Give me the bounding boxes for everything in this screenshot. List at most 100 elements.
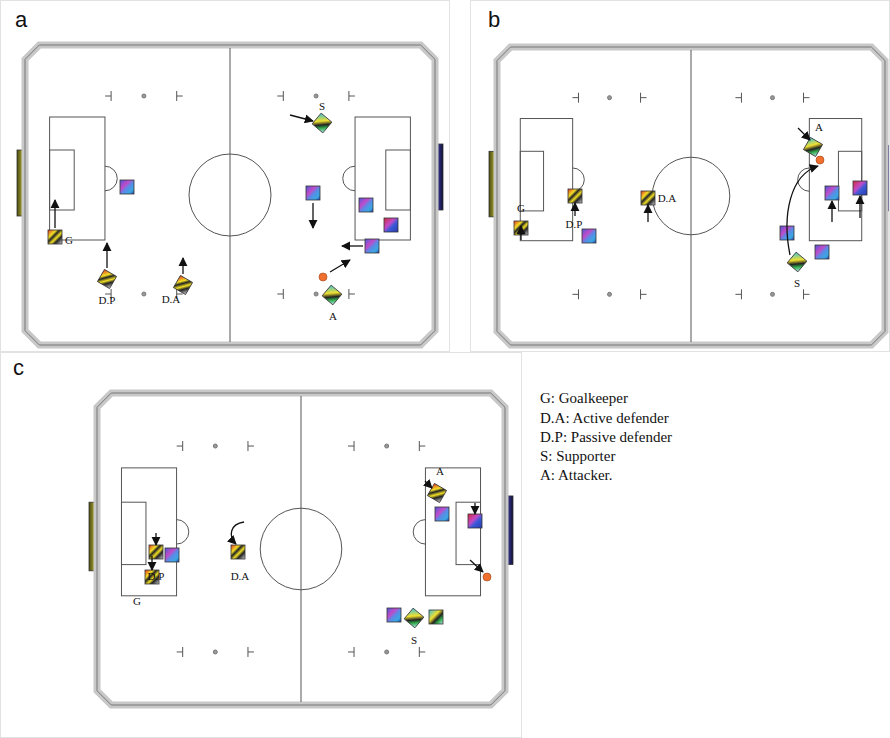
robot [468,514,482,528]
robot-role-label: D.P [148,570,165,582]
goal-area [121,502,145,564]
spot-marker [105,91,111,101]
robot [312,113,332,133]
robot-role-label: A [436,465,444,477]
legend-line: A: Attacker. [540,467,612,484]
spot-marker [177,91,183,101]
motion-arrow [182,258,183,274]
penalty-area [50,117,105,240]
goal-area [386,150,411,210]
spot-marker [735,93,741,103]
motion-arrow [474,503,475,514]
legend-line: D.A: Active defender [540,410,669,427]
motion-arrow [231,522,244,544]
spot-dot [142,94,146,98]
robot [641,191,655,205]
soccer-field [89,393,513,705]
spot-marker [804,289,810,299]
robot [97,269,116,288]
motion-arrow [290,115,313,121]
motion-arrow [647,205,648,222]
legend-line: G: Goalkeeper [540,390,628,407]
motion-arrow [798,128,810,140]
robot [120,180,134,194]
spot-dot [213,650,217,654]
robot [365,239,379,253]
center-circle [189,154,271,236]
spot-marker [277,91,283,101]
spot-marker [348,647,354,657]
penalty-arc [573,168,585,191]
center-circle [652,157,730,235]
robot [429,610,443,624]
spot-dot [770,292,774,296]
ball [319,273,327,281]
motion-arrow [330,260,350,272]
penalty-area [425,468,480,596]
spot-dot [770,96,774,100]
motion-arrow [831,201,832,222]
spot-dot [608,292,612,296]
robot-role-label: S [411,634,417,646]
spot-marker [348,441,354,451]
penalty-arc [343,166,355,191]
field-wall [497,47,885,345]
robot-role-label: G [65,234,73,246]
spot-marker [349,289,355,299]
field-wall [97,393,505,705]
panel-letter: c [13,355,24,381]
motion-arrow [859,196,860,218]
figure-panel: b [470,0,890,352]
spot-marker [419,647,425,657]
penalty-area [809,119,861,241]
robot-role-label: A [329,310,337,322]
figure-panel: a [0,0,450,352]
robot-role-label: D.A [162,293,181,305]
penalty-area [355,117,410,240]
field-wall-edge [97,393,505,705]
legend-line: S: Supporter [540,448,615,465]
motion-arrow [155,533,156,545]
center-line [691,50,692,342]
motion-arrow [342,245,363,246]
robot [853,181,867,195]
spot-dot [385,650,389,654]
spot-marker [248,647,254,657]
robot-role-label: G [517,202,525,214]
robot [322,285,342,305]
penalty-arc [105,166,117,191]
robot [803,137,822,156]
figure-panel: c [0,352,522,738]
field-wall-edge [497,47,885,345]
center-line [230,48,231,342]
ball [816,156,824,164]
robot [306,186,320,200]
robot [787,252,807,272]
spot-marker [349,91,355,101]
motion-arrow [787,166,818,255]
ball [483,573,491,581]
spot-marker [177,647,183,657]
robot-role-label: A [815,121,823,133]
robot-role-label: S [319,100,325,112]
penalty-arc [177,520,189,544]
robot-role-label: D.A [231,570,250,582]
spot-marker [735,289,741,299]
robot [231,545,245,559]
robot [165,548,179,562]
robot [435,507,449,521]
panel-letter: a [15,7,27,33]
motion-arrow [520,226,521,240]
motion-arrow [151,556,152,570]
spot-marker [277,289,283,299]
motion-arrow [425,481,432,488]
spot-marker [177,441,183,451]
robot [384,218,398,232]
goal-area [50,150,75,210]
robot [825,186,839,200]
spot-dot [385,444,389,448]
robot-role-label: G [133,595,141,607]
robot [149,545,163,559]
motion-arrow [54,200,55,228]
